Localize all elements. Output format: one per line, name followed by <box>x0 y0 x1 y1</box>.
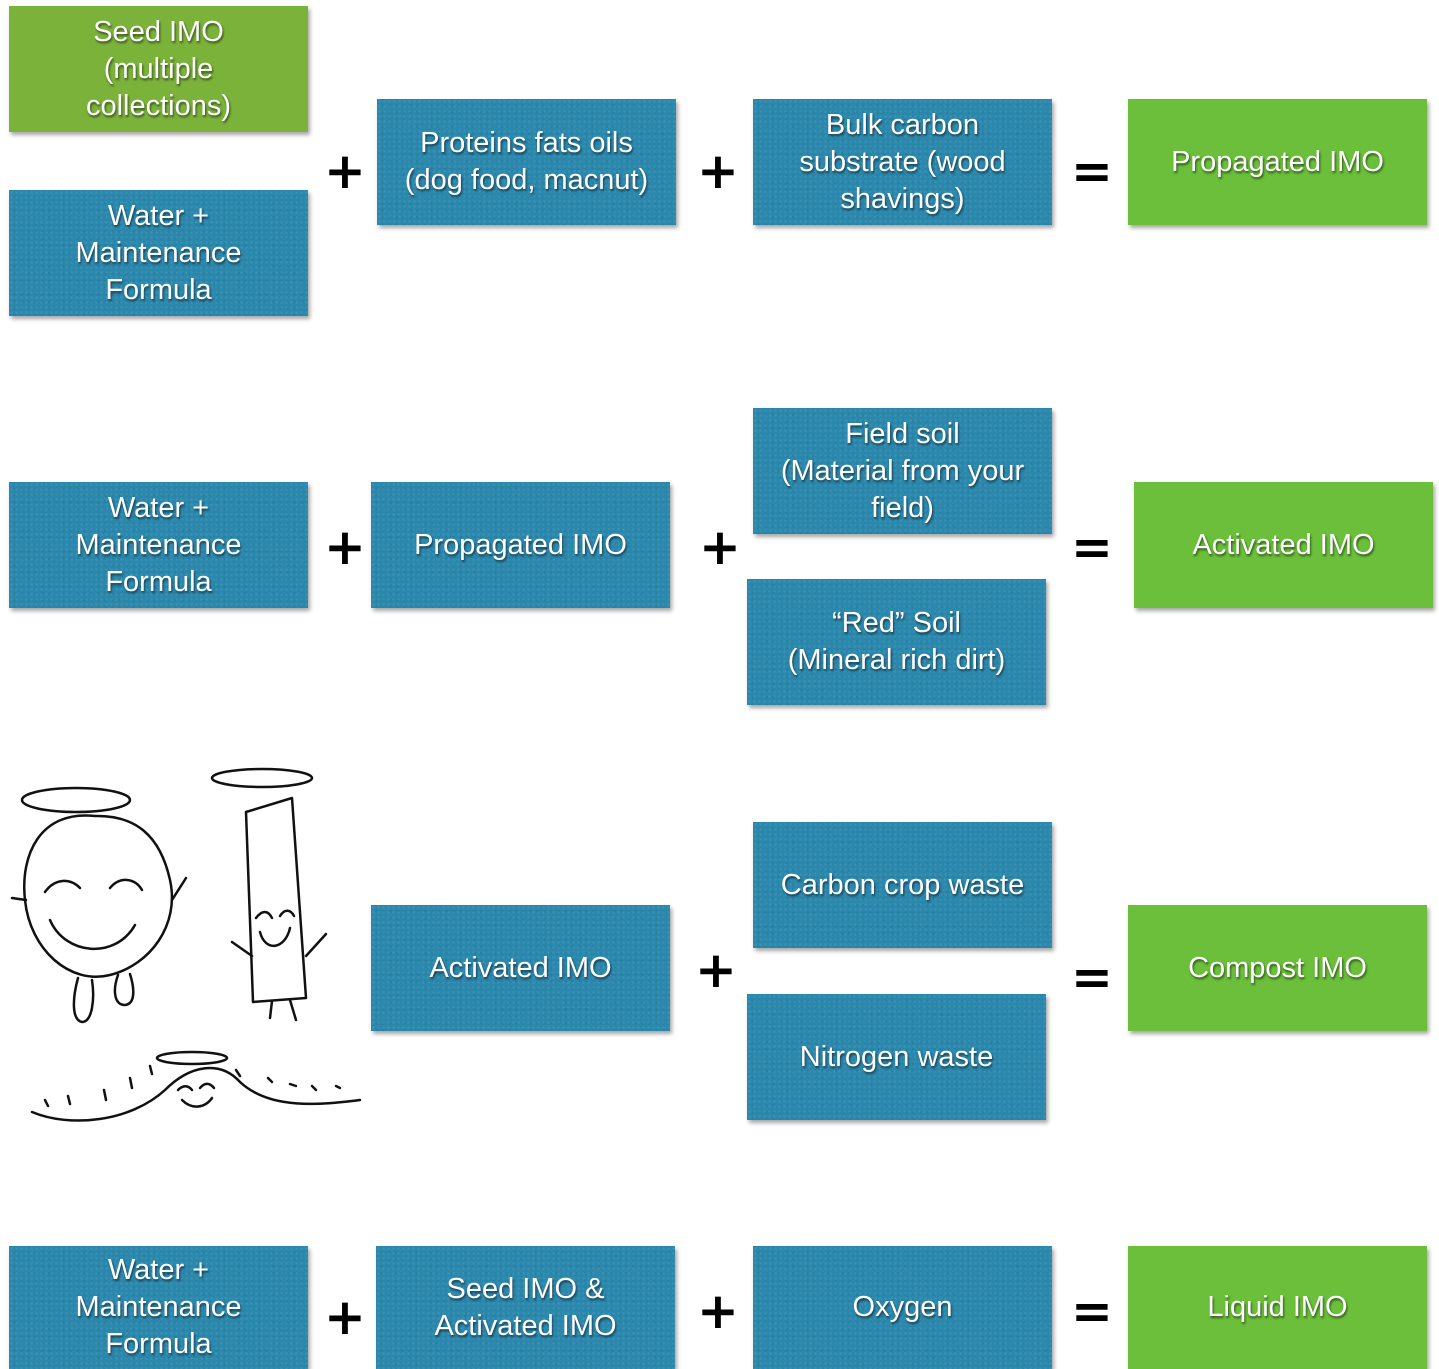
plus-operator: + <box>324 518 366 576</box>
plus-operator: + <box>697 142 739 200</box>
seed-activated-imo-label: Seed IMO & Activated IMO <box>434 1272 617 1342</box>
oxygen-box: Oxygen <box>753 1246 1052 1369</box>
smiling-microbes-sketch <box>10 767 362 1122</box>
nitrogen-waste-box: Nitrogen waste <box>747 994 1046 1120</box>
activated-imo-label: Activated IMO <box>429 951 612 984</box>
plus-operator: + <box>324 1288 366 1346</box>
carbon-crop-waste-box: Carbon crop waste <box>753 822 1052 948</box>
bulk-carbon-box: Bulk carbon substrate (wood shavings) <box>753 99 1052 225</box>
nitrogen-waste-label: Nitrogen waste <box>799 1040 994 1073</box>
equals-operator: = <box>1071 948 1113 1006</box>
activated-imo-result-label: Activated IMO <box>1192 528 1375 561</box>
liquid-imo-result-box: Liquid IMO <box>1128 1246 1427 1369</box>
bulk-carbon-label: Bulk carbon substrate (wood shavings) <box>799 108 1006 215</box>
compost-imo-result-label: Compost IMO <box>1188 951 1367 984</box>
propagated-imo-result-label: Propagated IMO <box>1171 145 1384 178</box>
water-maintenance-box: Water + Maintenance Formula <box>9 1246 308 1369</box>
plus-operator: + <box>699 518 741 576</box>
field-soil-label: Field soil (Material from your field) <box>780 417 1025 524</box>
equals-operator: = <box>1071 518 1113 576</box>
propagated-imo-label: Propagated IMO <box>414 528 627 561</box>
propagated-imo-box: Propagated IMO <box>371 482 670 608</box>
oxygen-label: Oxygen <box>852 1291 953 1323</box>
carbon-crop-waste-label: Carbon crop waste <box>780 868 1025 901</box>
seed-imo-label: Seed IMO (multiple collections) <box>85 15 232 122</box>
activated-imo-box: Activated IMO <box>371 905 670 1031</box>
plus-operator: + <box>324 142 366 200</box>
water-maintenance-label: Water + Maintenance Formula <box>75 199 242 306</box>
activated-imo-result-box: Activated IMO <box>1134 482 1433 608</box>
water-maintenance-box: Water + Maintenance Formula <box>9 190 308 316</box>
red-soil-box: “Red” Soil (Mineral rich dirt) <box>747 579 1046 705</box>
proteins-label: Proteins fats oils (dog food, macnut) <box>404 127 649 196</box>
equals-operator: = <box>1071 142 1113 200</box>
red-soil-label: “Red” Soil (Mineral rich dirt) <box>787 607 1006 676</box>
propagated-imo-result-box: Propagated IMO <box>1128 99 1427 225</box>
seed-activated-imo-box: Seed IMO & Activated IMO <box>376 1246 675 1369</box>
equals-operator: = <box>1071 1282 1113 1340</box>
compost-imo-result-box: Compost IMO <box>1128 905 1427 1031</box>
plus-operator: + <box>697 1282 739 1340</box>
water-maintenance-label: Water + Maintenance Formula <box>75 1254 242 1360</box>
plus-operator: + <box>695 941 737 999</box>
liquid-imo-result-label: Liquid IMO <box>1207 1291 1348 1323</box>
water-maintenance-box: Water + Maintenance Formula <box>9 482 308 608</box>
seed-imo-box: Seed IMO (multiple collections) <box>9 6 308 132</box>
proteins-box: Proteins fats oils (dog food, macnut) <box>377 99 676 225</box>
field-soil-box: Field soil (Material from your field) <box>753 408 1052 534</box>
water-maintenance-label: Water + Maintenance Formula <box>75 491 242 598</box>
